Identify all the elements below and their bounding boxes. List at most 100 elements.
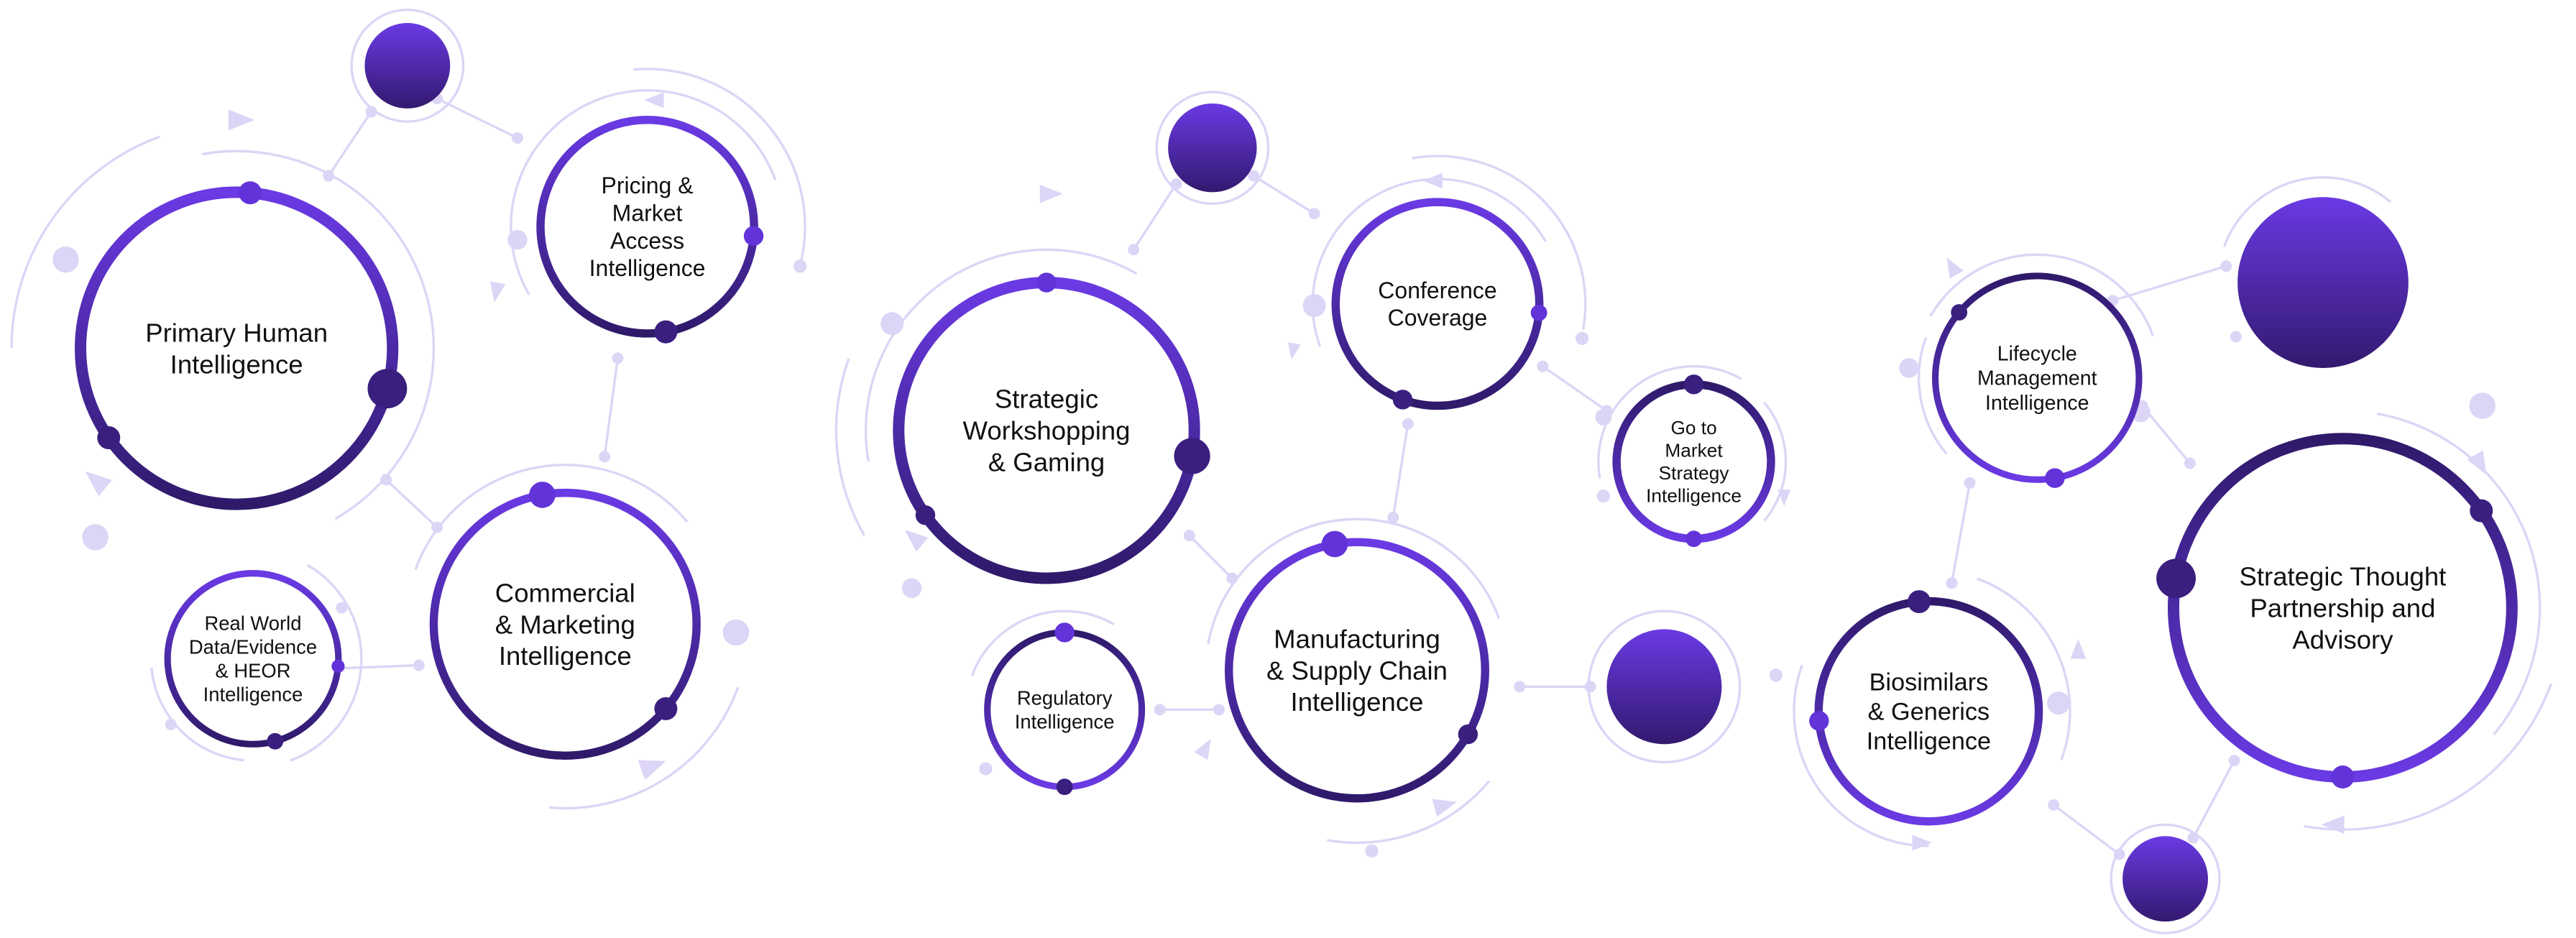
node-ring xyxy=(1331,198,1544,410)
orbit-arc xyxy=(1977,577,2071,760)
connector-line xyxy=(2053,804,2120,855)
connector-dot xyxy=(612,352,624,364)
ring-knob xyxy=(1036,272,1057,293)
node-ring xyxy=(429,488,701,760)
ring-knob xyxy=(529,482,556,508)
node-label-line: Intelligence xyxy=(1867,728,1991,755)
node-label-line: Intelligence xyxy=(1646,485,1742,507)
orbit-arc xyxy=(633,68,806,268)
connector-dot xyxy=(82,524,109,551)
ring-knob xyxy=(367,369,408,409)
connector-dot xyxy=(1576,331,1589,345)
ring-knob xyxy=(1530,304,1547,321)
connector-dot xyxy=(2048,799,2060,811)
connector-dot xyxy=(2230,331,2242,343)
connector-dot xyxy=(2228,755,2240,767)
node-label-line: Primary Human xyxy=(145,318,328,347)
connector-line xyxy=(1132,183,1178,251)
orbit-arc xyxy=(1793,664,1929,847)
connector-dot xyxy=(1584,681,1596,693)
node-label-line: Real World xyxy=(204,612,301,635)
ring-knob xyxy=(1908,590,1931,614)
ring-knob xyxy=(267,732,284,750)
arrow-icon xyxy=(1777,489,1791,506)
connector-dot xyxy=(1946,577,1958,589)
node-label-line: Partnership and xyxy=(2250,593,2435,622)
ring-knob xyxy=(1685,530,1702,548)
orbit-arc xyxy=(2222,176,2392,247)
connector-dot xyxy=(512,132,523,144)
node-ring xyxy=(1225,538,1489,803)
filled-circle-3 xyxy=(1606,629,1722,745)
connector-dot xyxy=(1595,409,1612,426)
arrow-icon xyxy=(1039,184,1063,203)
connector-dot xyxy=(1899,358,1919,378)
halo-ring xyxy=(2110,823,2221,934)
node-ring xyxy=(74,186,399,510)
ring-knob xyxy=(1458,724,1478,745)
connector-dot xyxy=(880,312,904,336)
ring-knob xyxy=(2470,499,2493,523)
connector-dot xyxy=(722,619,750,646)
ring-knob xyxy=(1174,438,1210,474)
orbit-arc xyxy=(970,610,1115,677)
ring-knob xyxy=(654,697,678,721)
node-label-line: & HEOR xyxy=(215,660,290,682)
arrow-icon xyxy=(228,109,255,131)
connector-line xyxy=(436,97,518,139)
connector-dot xyxy=(1596,489,1610,503)
orbit-arc xyxy=(1597,364,1742,479)
orbit-arc xyxy=(1763,401,1788,522)
connector-dot xyxy=(794,259,807,273)
connector-dot xyxy=(365,106,377,118)
orbit-arc xyxy=(1207,518,1501,645)
ring-knob xyxy=(1809,711,1829,731)
connector-dot xyxy=(2220,260,2232,272)
orbit-arc xyxy=(2376,412,2542,736)
node-label-line: & Generics xyxy=(1868,699,1990,726)
node-label-line: Workshopping xyxy=(963,416,1131,446)
connector-line xyxy=(2112,265,2227,302)
orbit-arc xyxy=(864,248,1138,462)
node-label-line: Intelligence xyxy=(1985,392,2089,415)
halo-ring xyxy=(1155,91,1270,206)
connector-dot xyxy=(1537,360,1549,372)
connector-line xyxy=(1188,534,1233,579)
connector-line xyxy=(2191,760,2236,839)
connector-dot xyxy=(1769,668,1782,682)
arrow-icon xyxy=(1912,834,1932,851)
arrow-icon xyxy=(1432,799,1457,817)
ring-knob xyxy=(1056,778,1073,796)
connector-dot xyxy=(1154,704,1166,716)
orbit-arc xyxy=(834,358,866,536)
connector-dot xyxy=(2184,457,2196,469)
node-label-line: Commercial xyxy=(495,578,635,607)
orbit-arc xyxy=(1327,780,1491,845)
node-label-line: Management xyxy=(1977,367,2097,390)
node-label-line: Access xyxy=(610,228,684,254)
arrow-icon xyxy=(1287,342,1301,360)
arrow-icon xyxy=(904,530,929,552)
connector-dot xyxy=(380,474,392,486)
connector-dot xyxy=(1213,704,1225,716)
ring-knob xyxy=(1951,304,1968,321)
